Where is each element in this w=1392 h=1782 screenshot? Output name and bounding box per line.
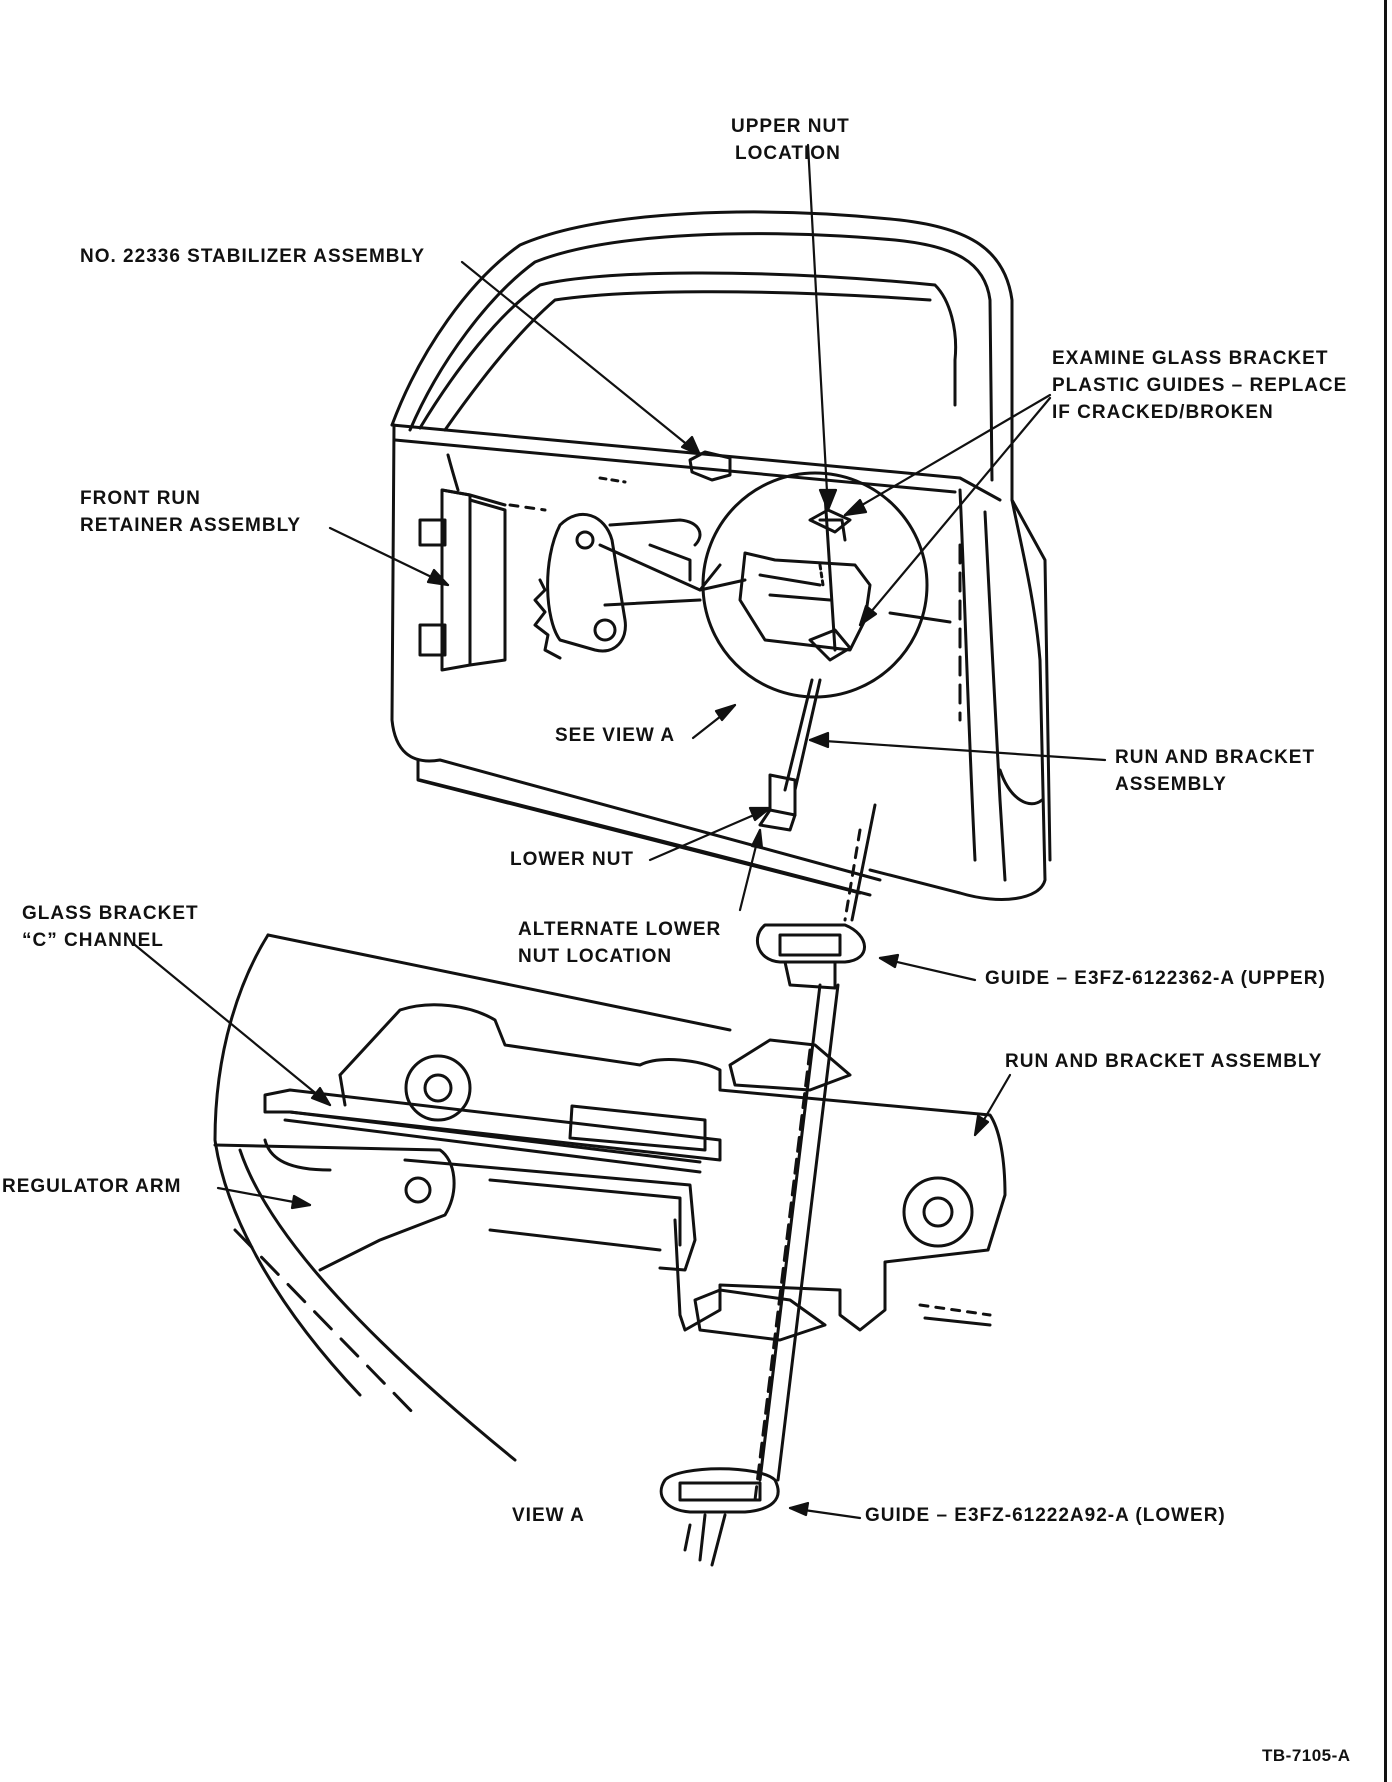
run-and-bracket-rod (758, 678, 877, 922)
run-and-bracket-assembly-label-top: RUN AND BRACKET ASSEMBLY (1115, 744, 1315, 798)
alternate-lower-nut-label: ALTERNATE LOWER NUT LOCATION (518, 916, 721, 970)
front-run-retainer (418, 453, 507, 672)
run-bracket-top-line-2: ASSEMBLY (1115, 774, 1227, 795)
lower-nut-label: LOWER NUT (510, 846, 634, 873)
regulator-arm-label: REGULATOR ARM (2, 1173, 181, 1200)
examine-line-3: IF CRACKED/BROKEN (1052, 402, 1274, 423)
upper-nut-line-2: LOCATION (735, 143, 841, 164)
glass-bracket-line-1: GLASS BRACKET (22, 903, 199, 924)
regulator-sector (533, 512, 722, 660)
front-run-line-2: RETAINER ASSEMBLY (80, 515, 302, 536)
examine-line-1: EXAMINE GLASS BRACKET (1052, 348, 1329, 369)
regulator-arm-line-1: REGULATOR ARM (2, 1176, 182, 1197)
alt-lower-nut-line-1: ALTERNATE LOWER (518, 919, 722, 940)
view-a-detail-circle (698, 471, 952, 699)
view-a-label: VIEW A (512, 1502, 585, 1529)
glass-bracket-c-channel-label: GLASS BRACKET “C” CHANNEL (22, 900, 199, 954)
examine-line-2: PLASTIC GUIDES – REPLACE (1052, 375, 1348, 396)
run-and-bracket-assembly-label-bottom: RUN AND BRACKET ASSEMBLY (1005, 1048, 1322, 1075)
alt-lower-nut-line-2: NUT LOCATION (518, 946, 673, 967)
lower-nut-line-1: LOWER NUT (510, 849, 635, 870)
guide-lower-line-1: GUIDE – E3FZ-61222A92-A (LOWER) (865, 1505, 1226, 1526)
upper-nut-location-label: UPPER NUT LOCATION (731, 113, 850, 167)
run-bracket-top-line-1: RUN AND BRACKET (1115, 747, 1316, 768)
stabilizer-line-1: NO. 22336 STABILIZER ASSEMBLY (80, 246, 426, 267)
front-run-line-1: FRONT RUN (80, 488, 201, 509)
see-view-a-line-1: SEE VIEW A (555, 725, 676, 746)
front-run-retainer-label: FRONT RUN RETAINER ASSEMBLY (80, 485, 301, 539)
upper-nut-line-1: UPPER NUT (731, 116, 850, 137)
view-a-line-1: VIEW A (512, 1505, 585, 1526)
guide-lower-label: GUIDE – E3FZ-61222A92-A (LOWER) (865, 1502, 1226, 1529)
run-bracket-bottom-line-1: RUN AND BRACKET ASSEMBLY (1005, 1051, 1323, 1072)
examine-glass-bracket-label: EXAMINE GLASS BRACKET PLASTIC GUIDES – R… (1052, 345, 1347, 426)
door-outline (390, 210, 1052, 901)
view-a-detail (213, 923, 1007, 1567)
page-right-border (1384, 0, 1387, 1782)
stabilizer-bracket (508, 450, 732, 512)
guide-upper-line-1: GUIDE – E3FZ-6122362-A (UPPER) (985, 968, 1326, 989)
glass-bracket-line-2: “C” CHANNEL (22, 930, 164, 951)
figure-id-label: TB-7105-A (1262, 1746, 1351, 1765)
stabilizer-assembly-label: NO. 22336 STABILIZER ASSEMBLY (80, 243, 425, 270)
see-view-a-label: SEE VIEW A (555, 722, 675, 749)
guide-upper-label: GUIDE – E3FZ-6122362-A (UPPER) (985, 965, 1326, 992)
leader-lines (133, 143, 1107, 1520)
